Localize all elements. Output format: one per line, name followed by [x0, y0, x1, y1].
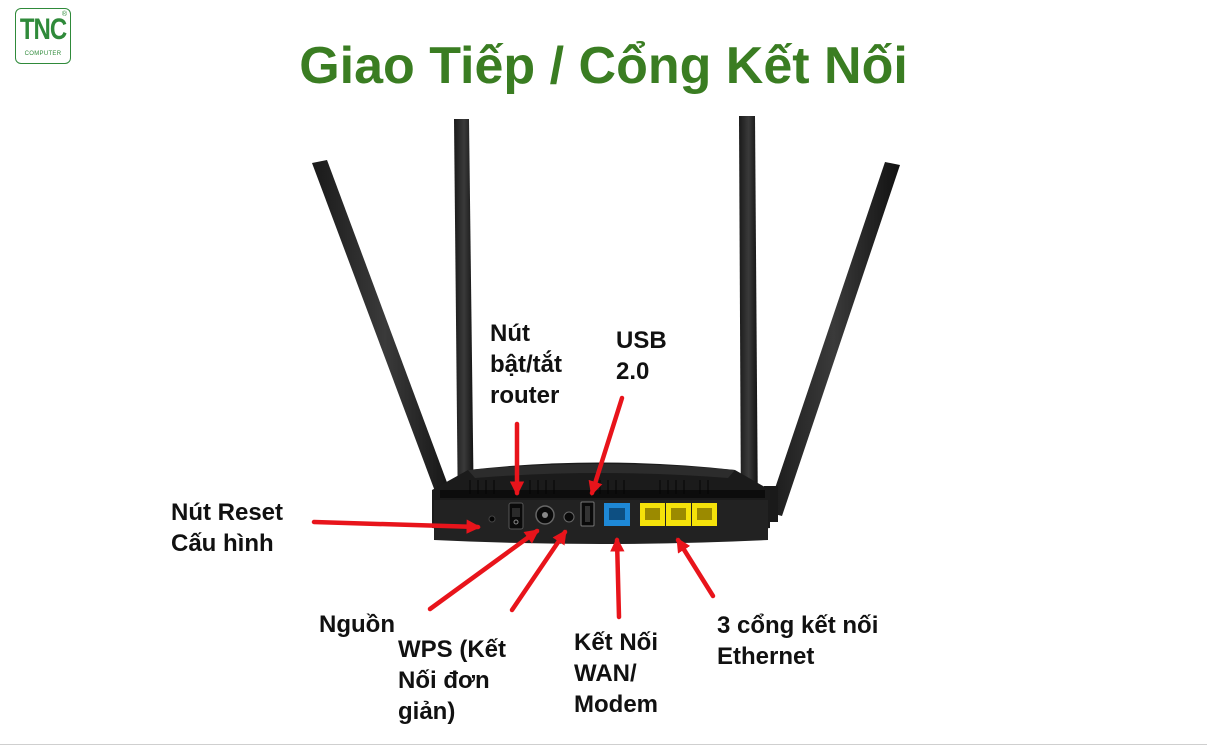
label-usb: USB 2.0: [616, 325, 667, 387]
power-switch-port: [509, 503, 523, 529]
antenna-inner-left: [454, 119, 474, 522]
label-power: Nguồn: [319, 609, 395, 640]
arrow-wan: [617, 540, 619, 617]
lan-port-1: [640, 503, 665, 526]
lan-port-2: [666, 503, 691, 526]
label-ethernet: 3 cổng kết nối Ethernet: [717, 610, 878, 672]
label-wps: WPS (Kết Nối đơn giản): [398, 634, 506, 727]
wan-port: [604, 503, 630, 526]
reset-hole: [489, 516, 495, 522]
bottom-divider: [0, 744, 1207, 745]
wps-button-port: [564, 512, 574, 522]
label-power-switch: Nút bật/tắt router: [490, 318, 562, 411]
usb-port: [581, 502, 594, 526]
lan-port-3: [692, 503, 717, 526]
router-body: [432, 463, 770, 545]
antenna-inner-right: [739, 116, 758, 524]
label-reset: Nút Reset Cấu hình: [171, 497, 283, 559]
antenna-outer-right: [764, 162, 900, 522]
arrow-ethernet: [678, 540, 713, 596]
power-port: [536, 506, 554, 524]
label-wan: Kết Nối WAN/ Modem: [574, 627, 658, 720]
antenna-outer-left: [312, 160, 458, 522]
